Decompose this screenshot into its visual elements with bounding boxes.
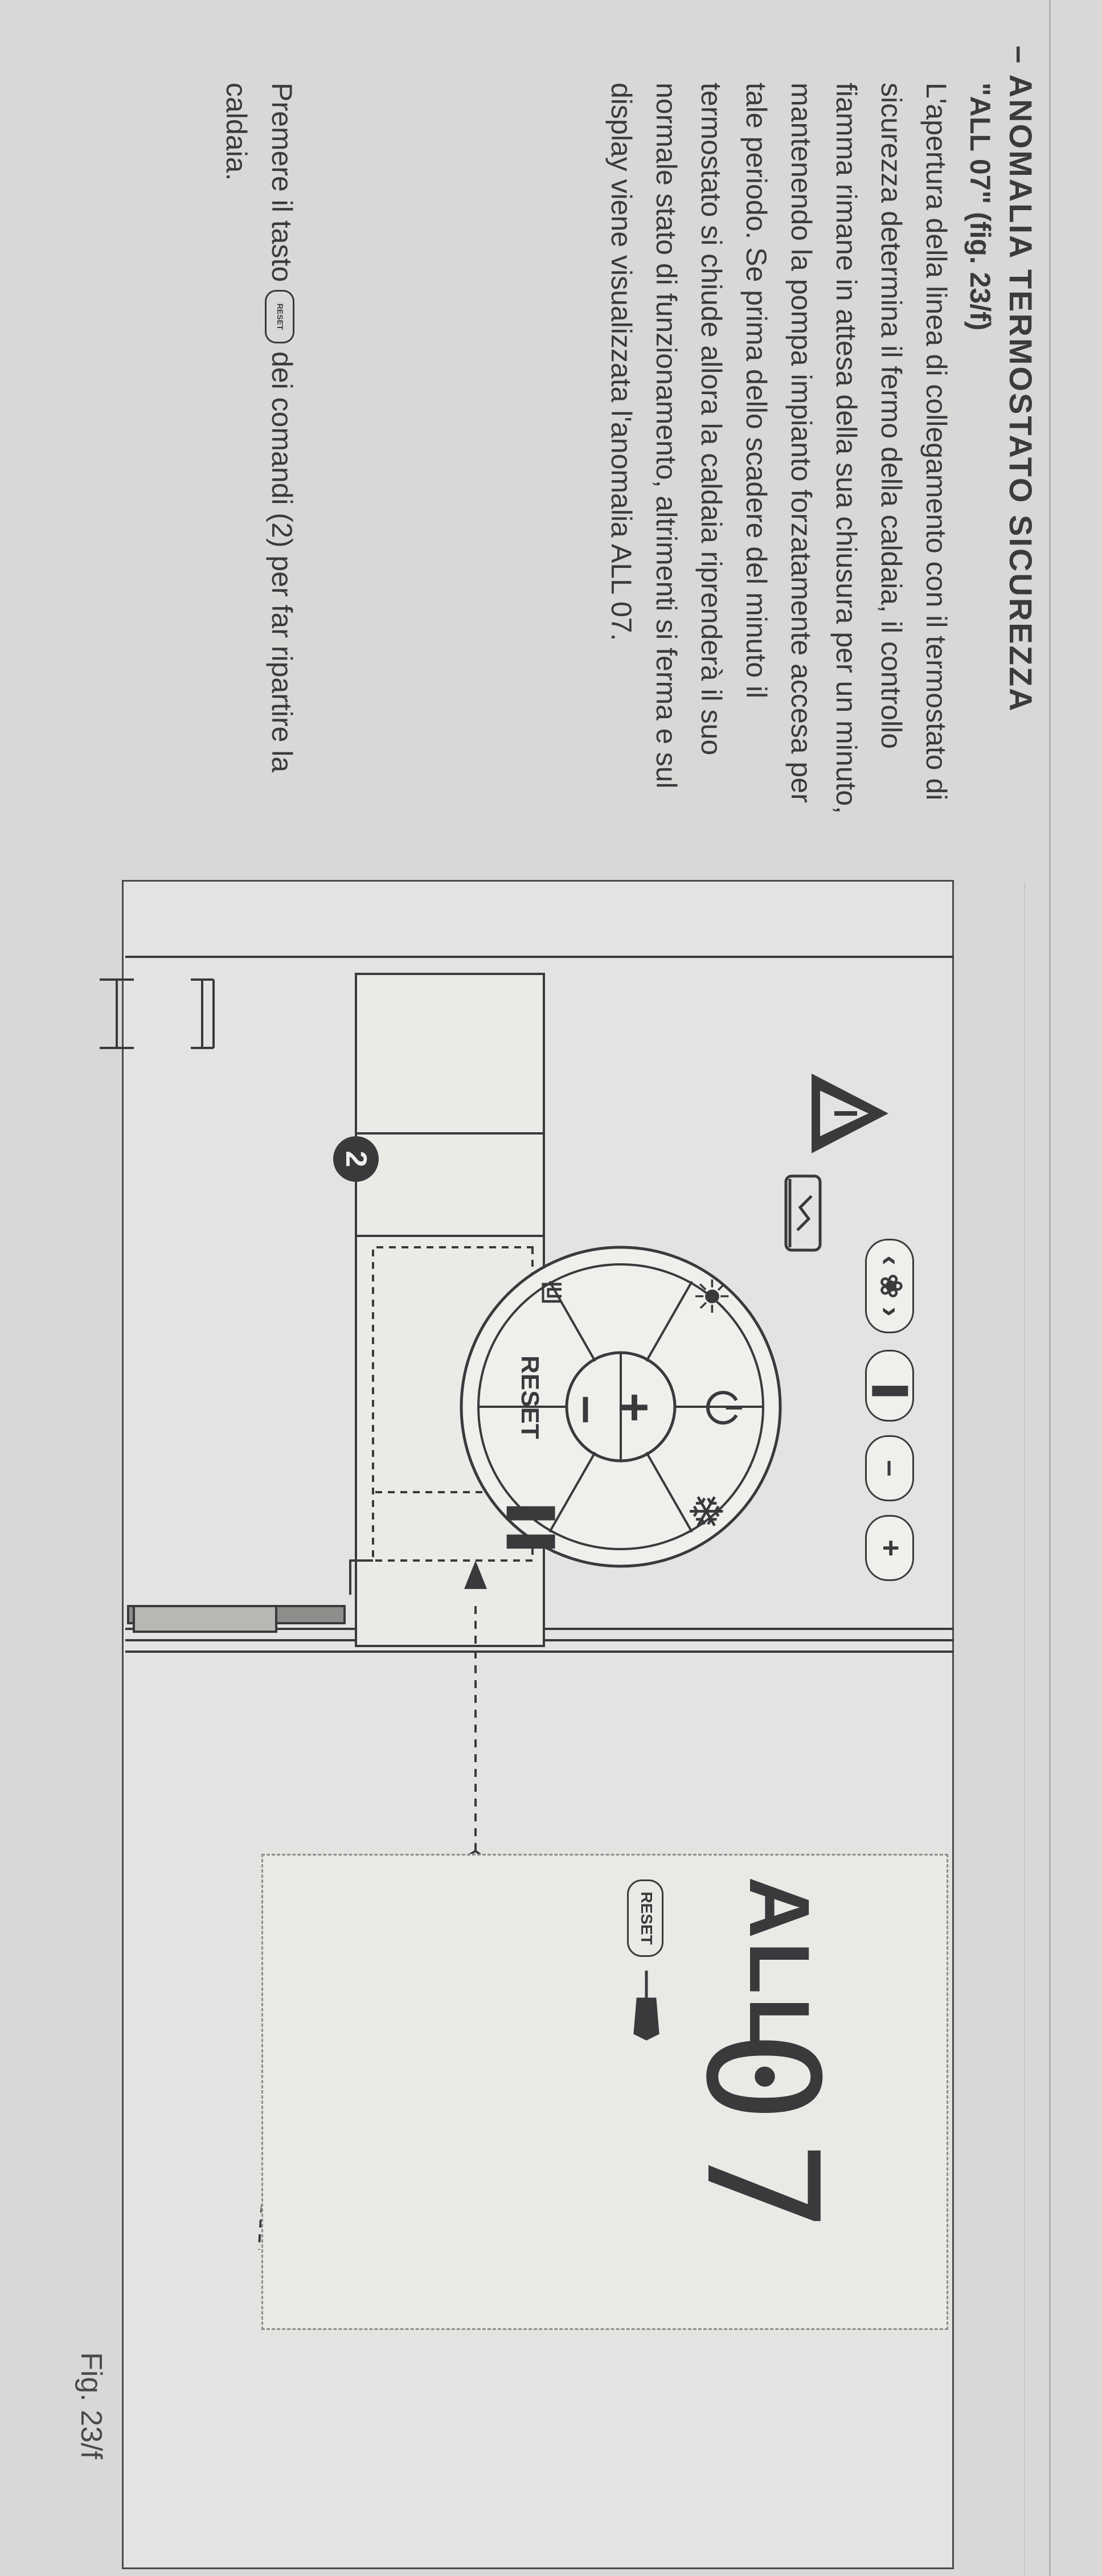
radiator-icon: ▐ bbox=[874, 1375, 907, 1396]
callout-number-label: 2 bbox=[333, 1136, 379, 1182]
display-error-code: 07 bbox=[672, 2030, 851, 2250]
power-icon[interactable]: ⏻ bbox=[698, 1390, 748, 1426]
tap-icon: ‹ ❀ › bbox=[874, 1255, 907, 1317]
knob-reset-button[interactable]: RESET bbox=[516, 1355, 544, 1439]
panel-plus-button[interactable]: + bbox=[865, 1515, 914, 1581]
display-reset-key: RESET bbox=[627, 1879, 663, 1957]
panel-domestic-hot-water-button[interactable]: ‹ ❀ › bbox=[865, 1239, 914, 1333]
fuse-icon bbox=[783, 1173, 823, 1253]
panel-heating-button[interactable]: ▐ bbox=[865, 1350, 914, 1422]
display-all-text: ALL bbox=[732, 1877, 827, 2053]
panel-minus-button[interactable]: – bbox=[865, 1435, 914, 1501]
tap-icon[interactable]: ⩏ bbox=[533, 1281, 577, 1304]
snowflake-icon[interactable]: ❄ bbox=[680, 1492, 731, 1531]
control-knob bbox=[460, 1246, 782, 1568]
radiator-icon[interactable]: ▐▐ bbox=[510, 1492, 555, 1549]
figure-caption: Fig. 23/f bbox=[75, 2352, 108, 2459]
sun-icon[interactable]: ☀ bbox=[686, 1276, 736, 1317]
arrow-icon bbox=[464, 1561, 487, 1589]
warning-triangle-icon bbox=[806, 1071, 891, 1156]
knob-minus-button[interactable]: – bbox=[560, 1395, 617, 1424]
hand-pointer-icon bbox=[624, 1965, 669, 2045]
